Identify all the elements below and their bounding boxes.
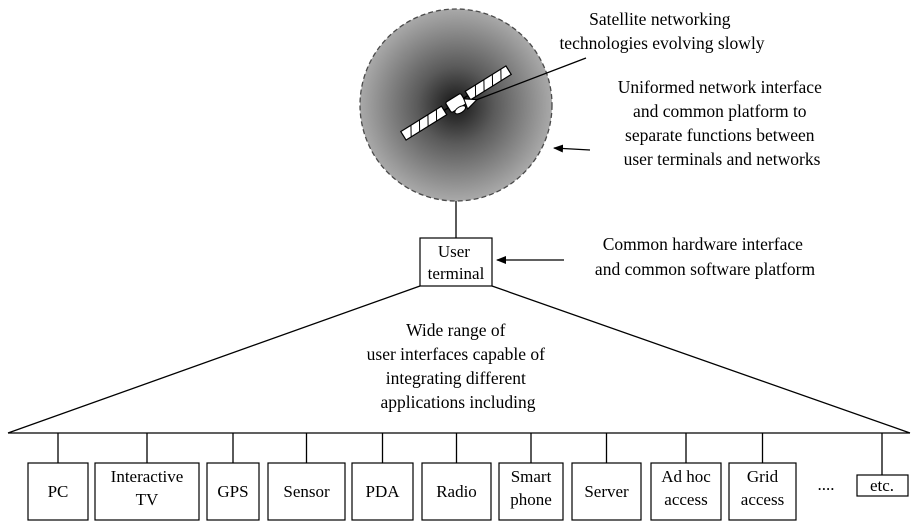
satellite-note: Satellite networking technologies evolvi… [559, 9, 764, 53]
range-note-line: user interfaces capable of [367, 344, 545, 364]
terminal-note-line: and common software platform [595, 259, 816, 279]
terminal-note: Common hardware interface and common sof… [595, 234, 816, 279]
more-devices-ellipsis: .... [818, 475, 835, 494]
device-box: Server [571, 433, 642, 521]
range-note: Wide range of user interfaces capable of… [367, 320, 550, 412]
device-label: PDA [365, 482, 400, 501]
etc-box: etc. [856, 474, 909, 497]
satellite-pointer-arrow [476, 57, 587, 100]
interface-note-line: user terminals and networks [624, 149, 821, 169]
interface-pointer-arrow [553, 144, 591, 153]
device-box: PDA [351, 433, 414, 521]
range-note-line: applications including [380, 392, 535, 412]
device-label: Radio [436, 482, 477, 501]
device-label: GPS [217, 482, 248, 501]
satellite-note-line: Satellite networking [589, 9, 731, 29]
interface-note-line: and common platform to [633, 101, 807, 121]
user-terminal-label: User terminal [428, 242, 485, 283]
device-box: PC [27, 433, 89, 521]
interface-note-line: separate functions between [625, 125, 815, 145]
device-label: PC [48, 482, 69, 501]
interface-note-line: Uniformed network interface [618, 77, 822, 97]
satellite-note-line: technologies evolving slowly [559, 33, 764, 53]
range-note-line: integrating different [386, 368, 526, 388]
device-box: GPS [206, 433, 260, 521]
terminal-note-line: Common hardware interface [603, 234, 803, 254]
user-terminal-box: User terminal [419, 237, 493, 287]
interface-note: Uniformed network interface and common p… [618, 77, 826, 169]
device-box: Radio [421, 433, 492, 521]
device-label: Sensor [283, 482, 330, 501]
etc-label: etc. [870, 476, 894, 495]
satellite-icon [399, 65, 513, 141]
device-box: Sensor [267, 433, 346, 521]
fanout-left-edge [7, 285, 421, 434]
range-note-line: Wide range of [406, 320, 506, 340]
fanout-right-edge [491, 285, 911, 434]
device-label: Server [584, 482, 629, 501]
